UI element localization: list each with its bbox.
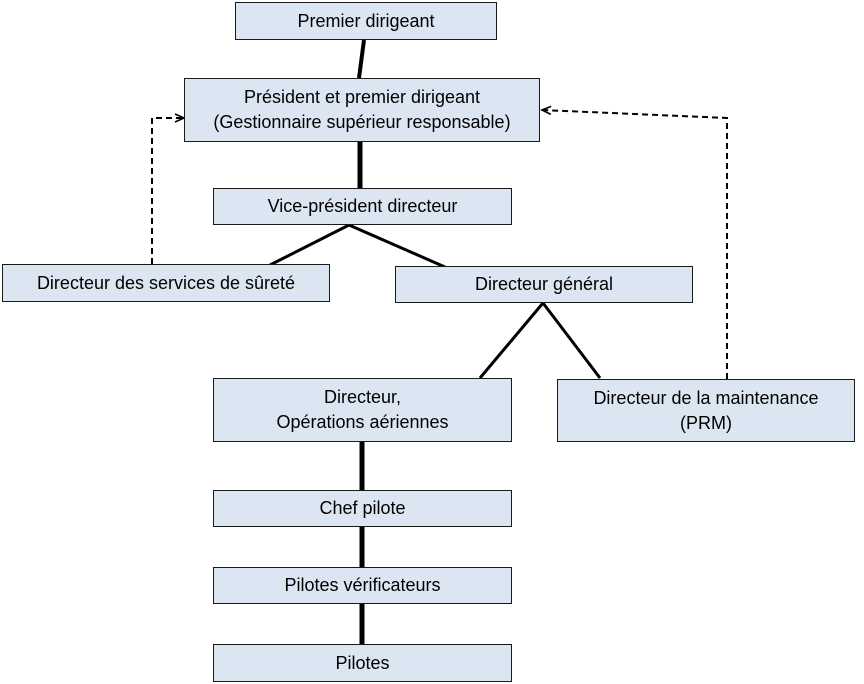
- dashed-arrow-surete-president: [151, 113, 186, 264]
- box-premier-dirigeant-line-1: Premier dirigeant: [297, 10, 435, 31]
- box-directeur-maintenance-line-2: (PRM): [680, 412, 732, 433]
- connector-general-operations: [478, 302, 545, 379]
- box-pilotes-verificateurs-line-1: Pilotes vérificateurs: [284, 575, 441, 595]
- box-directeur-operations-line-2: Opérations aériennes: [276, 412, 449, 432]
- connector-general-maintenance: [541, 302, 602, 379]
- box-pilotes-verificateurs: Pilotes vérificateurs: [213, 567, 512, 604]
- box-directeur-operations: Directeur, Opérations aériennes: [213, 378, 512, 442]
- box-directeur-surete-line-1: Directeur des services de sûreté: [36, 272, 296, 293]
- box-directeur-general: Directeur général: [395, 266, 693, 303]
- box-pilotes: Pilotes: [213, 644, 512, 682]
- box-president-line-2: (Gestionnaire supérieur responsable): [213, 112, 511, 132]
- box-president-line-1: Président et premier dirigeant: [243, 87, 481, 107]
- box-chef-pilote-line-1: Chef pilote: [319, 498, 406, 518]
- box-directeur-surete: Directeur des services de sûreté: [2, 264, 330, 302]
- box-directeur-maintenance-line-1: Directeur de la maintenance: [593, 387, 819, 408]
- dashed-arrow-maintenance-president: [540, 105, 728, 379]
- box-vice-president: Vice-président directeur: [213, 188, 512, 225]
- box-premier-dirigeant: Premier dirigeant: [235, 2, 497, 40]
- box-directeur-operations-line-1: Directeur,: [323, 387, 402, 407]
- box-pilotes-line-1: Pilotes: [335, 652, 390, 673]
- box-chef-pilote: Chef pilote: [213, 490, 512, 527]
- connector-vice-president-surete: [269, 223, 350, 267]
- box-directeur-maintenance: Directeur de la maintenance (PRM): [557, 379, 855, 442]
- box-president: Président et premier dirigeant (Gestionn…: [184, 78, 540, 142]
- connector-premier-president: [357, 39, 366, 79]
- connector-vice-president-general: [348, 223, 446, 269]
- box-directeur-general-line-1: Directeur général: [474, 274, 614, 294]
- box-vice-president-line-1: Vice-président directeur: [267, 196, 458, 216]
